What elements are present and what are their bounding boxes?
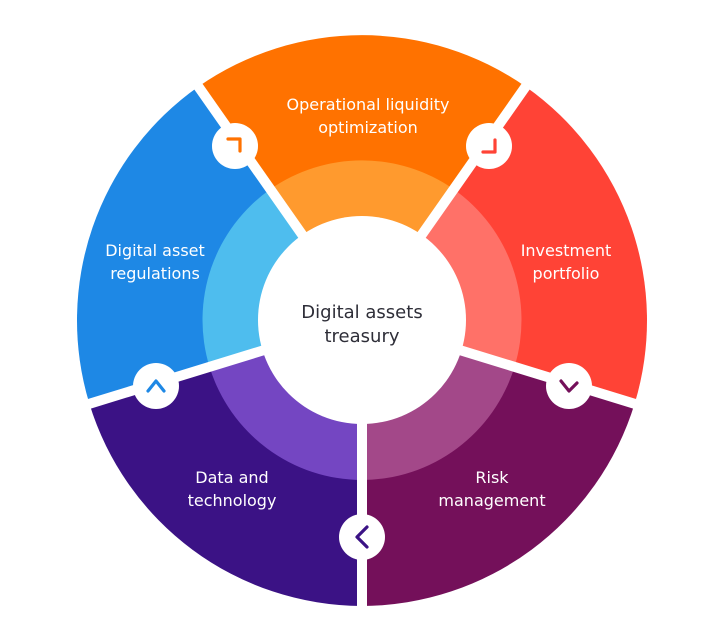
chevron-arrow-icon: [146, 379, 166, 393]
data-label-line2: technology: [188, 491, 277, 510]
investment-label-line2: portfolio: [533, 264, 600, 283]
regulations-label-line1: Digital asset: [105, 241, 205, 260]
risk-label-line1: Risk: [475, 468, 509, 487]
investment-label-line1: Investment: [521, 241, 612, 260]
arrow-badge-investment-to-risk: [546, 363, 592, 409]
arrow-badge-data-to-regulations: [133, 363, 179, 409]
chevron-arrow-icon: [481, 138, 497, 154]
arrow-badge-operational-to-investment: [466, 123, 512, 169]
center-hub: [258, 216, 466, 424]
risk-label-line2: management: [438, 491, 545, 510]
chevron-arrow-icon: [355, 525, 369, 549]
center-title-line2: treasury: [324, 326, 399, 347]
chevron-arrow-icon: [559, 379, 579, 393]
center-title-line1: Digital assets: [301, 302, 422, 323]
operational-label-line1: Operational liquidity: [287, 95, 450, 114]
data-label-line1: Data and: [195, 468, 268, 487]
chevron-arrow-icon: [226, 137, 242, 153]
arrow-badge-risk-to-data: [339, 514, 385, 560]
regulations-label-line2: regulations: [110, 264, 200, 283]
arrow-badges: [133, 123, 592, 560]
arrow-badge-regulations-to-operational: [212, 123, 258, 169]
operational-label-line2: optimization: [318, 118, 418, 137]
